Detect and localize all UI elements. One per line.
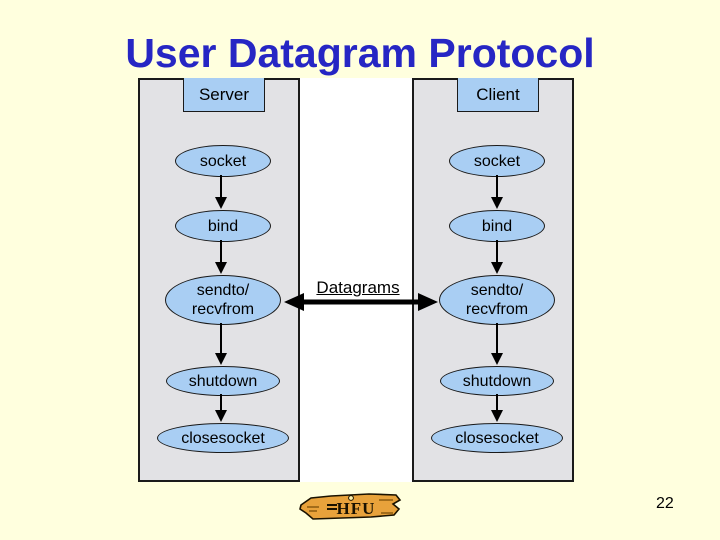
server-shutdown-label: shutdown xyxy=(188,372,258,390)
logo-text: HFU xyxy=(337,499,376,518)
udp-flow-diagram: Server socket bind sendto/ recvfrom shut… xyxy=(138,78,574,482)
server-socket-label: socket xyxy=(199,152,247,170)
client-shutdown-label: shutdown xyxy=(462,372,532,390)
page-number: 22 xyxy=(656,495,674,512)
logo-plank xyxy=(299,493,402,520)
server-shutdown-node: shutdown xyxy=(166,366,280,396)
server-bind-label: bind xyxy=(207,217,239,235)
server-sendto-recvfrom-node: sendto/ recvfrom xyxy=(165,275,281,325)
client-shutdown-node: shutdown xyxy=(440,366,554,396)
client-bind-node: bind xyxy=(449,210,545,242)
server-bind-node: bind xyxy=(175,210,271,242)
server-socket-node: socket xyxy=(175,145,271,177)
client-sendto-label-line1: sendto/ xyxy=(470,282,524,299)
server-sendto-label-line1: sendto/ xyxy=(196,282,250,299)
client-panel: Client socket bind sendto/ recvfrom shut… xyxy=(412,78,574,482)
server-closesocket-label: closesocket xyxy=(181,429,265,447)
slide-title: User Datagram Protocol xyxy=(125,30,595,76)
logo-nail-icon xyxy=(348,495,354,501)
client-sendto-recvfrom-node: sendto/ recvfrom xyxy=(439,275,555,325)
client-closesocket-node: closesocket xyxy=(431,423,563,453)
logo-dashes xyxy=(327,504,337,510)
server-label: Server xyxy=(183,78,265,112)
client-closesocket-label: closesocket xyxy=(455,429,539,447)
client-label: Client xyxy=(457,78,539,112)
server-sendto-label-line2: recvfrom xyxy=(191,301,255,318)
client-sendto-label-line2: recvfrom xyxy=(465,301,529,318)
client-bind-label: bind xyxy=(481,217,513,235)
logo-woodgrain xyxy=(307,499,393,514)
server-closesocket-node: closesocket xyxy=(157,423,289,453)
hfu-logo: HFU xyxy=(299,493,402,520)
datagrams-label: Datagrams xyxy=(316,278,400,297)
client-socket-label: socket xyxy=(473,152,521,170)
server-panel: Server socket bind sendto/ recvfrom shut… xyxy=(138,78,300,482)
client-socket-node: socket xyxy=(449,145,545,177)
